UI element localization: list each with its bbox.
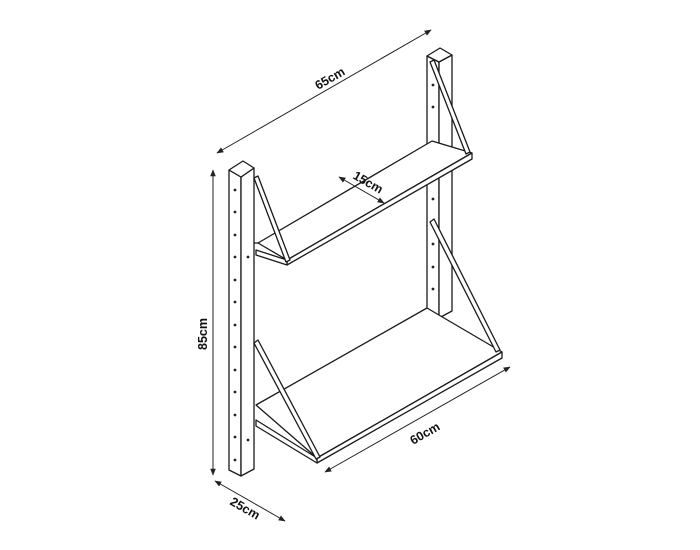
left-post-front-face — [228, 169, 242, 477]
lower-shelf-left-edge — [255, 419, 318, 464]
left-lower-bracket — [253, 339, 321, 460]
right-upper-bracket — [429, 59, 471, 155]
dimension-label-60cm: 60cm — [408, 419, 443, 447]
right-post-front-face — [426, 55, 440, 319]
upper-shelf-left-edge — [255, 249, 288, 266]
left-post-side-face — [240, 167, 255, 477]
dimension-arrow — [324, 366, 511, 473]
dimension-height: 85cm — [196, 169, 216, 476]
right-post-holes — [431, 83, 435, 291]
left-upper-bracket — [253, 175, 291, 263]
left-post-top-face — [228, 160, 255, 178]
lower-shelf-top-face — [255, 307, 503, 459]
left-post — [228, 160, 255, 477]
left-post-holes — [233, 188, 250, 462]
dimension-arrow — [214, 480, 286, 522]
dimension-label-85cm: 85cm — [196, 318, 210, 350]
dimension-arrow — [338, 176, 385, 204]
dimension-overall-width: 65cm — [216, 29, 432, 154]
right-post-top-face — [426, 47, 453, 63]
dimension-arrow — [216, 29, 432, 154]
right-lower-bracket — [429, 218, 501, 353]
lower-shelf — [255, 307, 503, 464]
dimension-depth: 25cm — [214, 480, 286, 523]
